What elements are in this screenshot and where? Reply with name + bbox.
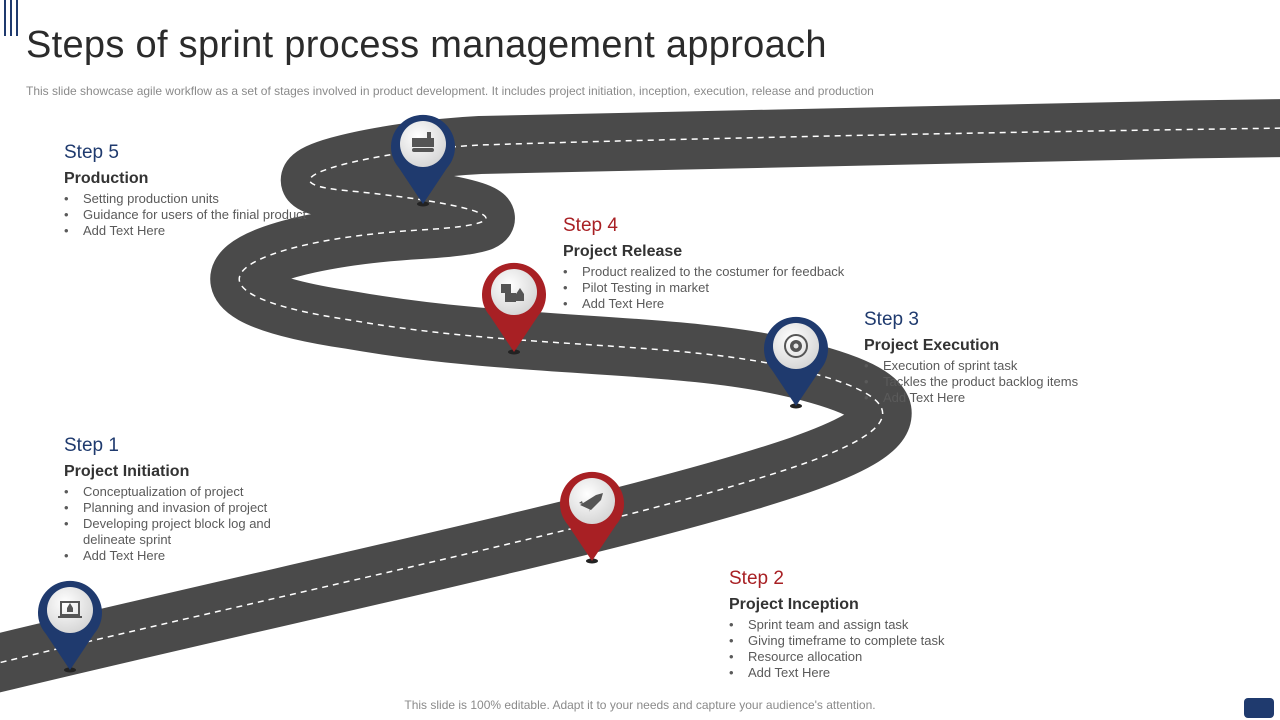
step1-pin <box>38 580 102 673</box>
step-bullet: Conceptualization of project <box>64 484 294 500</box>
footer-note: This slide is 100% editable. Adapt it to… <box>404 698 876 712</box>
road-body <box>0 99 1280 693</box>
step5-pin <box>391 114 455 207</box>
step-heading: Project Release <box>563 243 683 260</box>
rocket-icon <box>579 493 603 512</box>
step4-pin <box>482 262 546 355</box>
step-5-block: Step 5 Production Setting production uni… <box>64 142 344 239</box>
step-number: Step 5 <box>64 142 119 163</box>
step-bullet: Tackles the product backlog items <box>864 374 1144 390</box>
step-4-block: Step 4 Project Release Product realized … <box>563 215 883 312</box>
step-number: Step 1 <box>64 435 119 456</box>
boxes-rocket-icon <box>501 284 524 302</box>
slide-nav-button[interactable] <box>1244 698 1274 718</box>
step-2-block: Step 2 Project Inception Sprint team and… <box>729 568 1029 681</box>
step-bullet: Sprint team and assign task <box>729 617 1029 633</box>
gear-target-icon <box>784 334 808 358</box>
step-bullet: Resource allocation <box>729 649 1029 665</box>
step-heading: Project Initiation <box>64 463 190 480</box>
step-3-block: Step 3 Project Execution Execution of sp… <box>864 309 1144 406</box>
step2-pin <box>560 471 624 564</box>
step-bullet: Guidance for users of the finial product <box>64 207 344 223</box>
step-bullet: Add Text Here <box>729 665 1029 681</box>
step-heading: Production <box>64 170 149 187</box>
slide-title: Steps of sprint process management appro… <box>26 24 827 66</box>
step-heading: Project Inception <box>729 596 859 613</box>
step-number: Step 4 <box>563 215 618 236</box>
step-bullet: Pilot Testing in market <box>563 280 883 296</box>
step-bullet: Add Text Here <box>64 548 294 564</box>
step-bullet: Add Text Here <box>864 390 1144 406</box>
rocket-laptop-icon <box>58 601 82 618</box>
step-number: Step 2 <box>729 568 784 589</box>
step-bullet: Developing project block log and delinea… <box>64 516 294 548</box>
step-bullet: Execution of sprint task <box>864 358 1144 374</box>
step-bullet: Add Text Here <box>563 296 883 312</box>
step-bullet: Product realized to the costumer for fee… <box>563 264 883 280</box>
step-bullet: Add Text Here <box>64 223 344 239</box>
step3-pin <box>764 316 828 409</box>
step-bullet: Planning and invasion of project <box>64 500 294 516</box>
step-1-block: Step 1 Project Initiation Conceptualizat… <box>64 435 294 564</box>
factory-icon <box>412 132 434 152</box>
step-heading: Project Execution <box>864 337 1000 354</box>
step-bullet: Giving timeframe to complete task <box>729 633 1029 649</box>
step-number: Step 3 <box>864 309 919 330</box>
corner-decoration <box>0 0 20 36</box>
slide-subtitle: This slide showcase agile workflow as a … <box>26 84 874 98</box>
step-bullet: Setting production units <box>64 191 344 207</box>
